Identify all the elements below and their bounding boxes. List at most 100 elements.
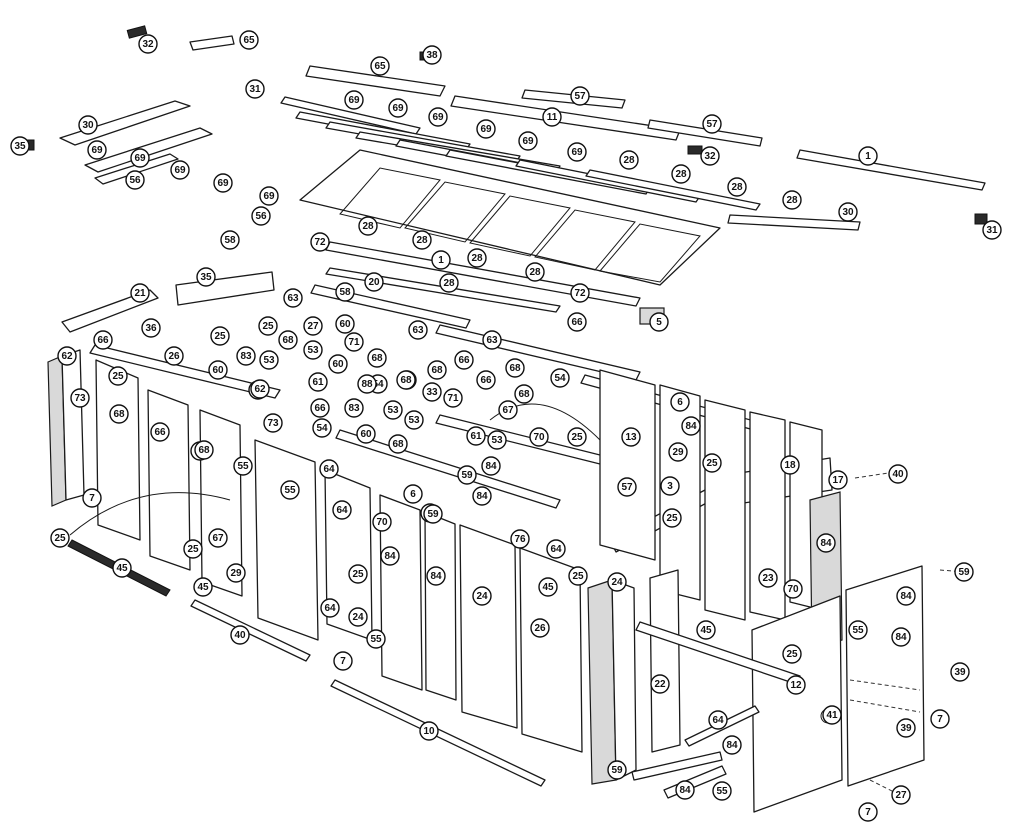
- callout-65: 65: [239, 30, 259, 50]
- svg-text:54: 54: [372, 379, 384, 390]
- callout-71: 71: [443, 388, 463, 408]
- svg-text:55: 55: [237, 461, 249, 472]
- callout-29: 29: [226, 563, 246, 583]
- end-wall-panel: [95, 359, 141, 541]
- svg-text:54: 54: [554, 373, 566, 384]
- bracket: [974, 213, 988, 225]
- svg-text:66: 66: [314, 403, 326, 414]
- callout-28: 28: [782, 190, 802, 210]
- svg-text:69: 69: [134, 153, 146, 164]
- end-wall-panel: [147, 389, 191, 571]
- svg-text:83: 83: [348, 403, 360, 414]
- svg-text:11: 11: [547, 112, 558, 123]
- callout-84: 84: [891, 627, 911, 647]
- callout-25: 25: [782, 644, 802, 664]
- svg-text:69: 69: [392, 103, 404, 114]
- callout-32: 32: [138, 34, 158, 54]
- callout-54: 54: [312, 418, 332, 438]
- callout-62: 62: [57, 346, 77, 366]
- callout-25: 25: [702, 453, 722, 473]
- callout-70: 70: [783, 579, 803, 599]
- svg-text:25: 25: [571, 432, 583, 443]
- bottom-rail: [190, 599, 311, 662]
- svg-text:25: 25: [786, 649, 798, 660]
- svg-text:55: 55: [852, 625, 864, 636]
- svg-text:7: 7: [937, 714, 943, 725]
- svg-text:28: 28: [416, 235, 428, 246]
- callout-25: 25: [50, 528, 70, 548]
- callout-68: 68: [427, 360, 447, 380]
- svg-text:33: 33: [426, 387, 438, 398]
- callout-84: 84: [481, 456, 501, 476]
- callout-61: 61: [466, 426, 486, 446]
- callout-84: 84: [816, 533, 836, 553]
- callout-63: 63: [283, 288, 303, 308]
- callout-28: 28: [439, 273, 459, 293]
- svg-text:68: 68: [392, 439, 404, 450]
- callout-40: 40: [230, 625, 250, 645]
- callout-84: 84: [426, 566, 446, 586]
- callout-53: 53: [303, 340, 323, 360]
- callout-28: 28: [358, 216, 378, 236]
- callout-33: 33: [422, 382, 442, 402]
- svg-text:70: 70: [787, 584, 799, 595]
- svg-text:72: 72: [314, 237, 326, 248]
- leader-line: [869, 779, 901, 796]
- roof-strip: [647, 119, 763, 147]
- callout-40: 40: [888, 464, 908, 484]
- svg-text:57: 57: [621, 482, 633, 493]
- callout-67: 67: [208, 528, 228, 548]
- svg-text:27: 27: [895, 790, 907, 801]
- callout-69: 69: [388, 98, 408, 118]
- svg-text:84: 84: [900, 591, 912, 602]
- roof-strip: [189, 35, 235, 51]
- svg-text:32: 32: [704, 151, 716, 162]
- svg-text:58: 58: [339, 287, 351, 298]
- svg-text:62: 62: [254, 384, 266, 395]
- callout-64: 64: [332, 500, 352, 520]
- callout-26: 26: [164, 346, 184, 366]
- callout-31: 31: [982, 220, 1002, 240]
- callout-84: 84: [681, 416, 701, 436]
- callout-7: 7: [333, 651, 353, 671]
- callout-56: 56: [125, 170, 145, 190]
- svg-text:40: 40: [892, 469, 904, 480]
- svg-text:28: 28: [529, 267, 541, 278]
- corner-post: [611, 579, 637, 781]
- callout-66: 66: [476, 370, 496, 390]
- svg-text:60: 60: [360, 429, 372, 440]
- callout-71: 71: [344, 332, 364, 352]
- svg-text:69: 69: [480, 124, 492, 135]
- callout-21: 21: [130, 283, 150, 303]
- svg-text:66: 66: [97, 335, 109, 346]
- svg-text:23: 23: [762, 573, 774, 584]
- callout-1: 1: [858, 146, 878, 166]
- callout-45: 45: [112, 558, 132, 578]
- callout-28: 28: [619, 150, 639, 170]
- callout-69: 69: [428, 107, 448, 127]
- svg-text:76: 76: [514, 534, 526, 545]
- roof-slats: [280, 96, 761, 211]
- callout-66: 66: [150, 422, 170, 442]
- svg-text:65: 65: [374, 61, 386, 72]
- callout-38: 38: [422, 45, 442, 65]
- callout-68: 68: [194, 440, 214, 460]
- svg-text:67: 67: [212, 533, 224, 544]
- svg-text:29: 29: [230, 568, 242, 579]
- callout-28: 28: [467, 248, 487, 268]
- diagram-parts: [19, 25, 988, 813]
- callout-35: 35: [196, 267, 216, 287]
- svg-text:69: 69: [522, 136, 534, 147]
- svg-text:17: 17: [832, 475, 844, 486]
- svg-text:58: 58: [224, 235, 236, 246]
- svg-text:68: 68: [400, 375, 412, 386]
- callout-36: 36: [141, 318, 161, 338]
- svg-text:68: 68: [198, 445, 210, 456]
- svg-text:66: 66: [571, 317, 583, 328]
- callout-31: 31: [245, 79, 265, 99]
- callout-27: 27: [303, 316, 323, 336]
- callout-6: 6: [670, 392, 690, 412]
- svg-text:25: 25: [262, 321, 274, 332]
- callout-64: 64: [320, 598, 340, 618]
- callout-69: 69: [567, 142, 587, 162]
